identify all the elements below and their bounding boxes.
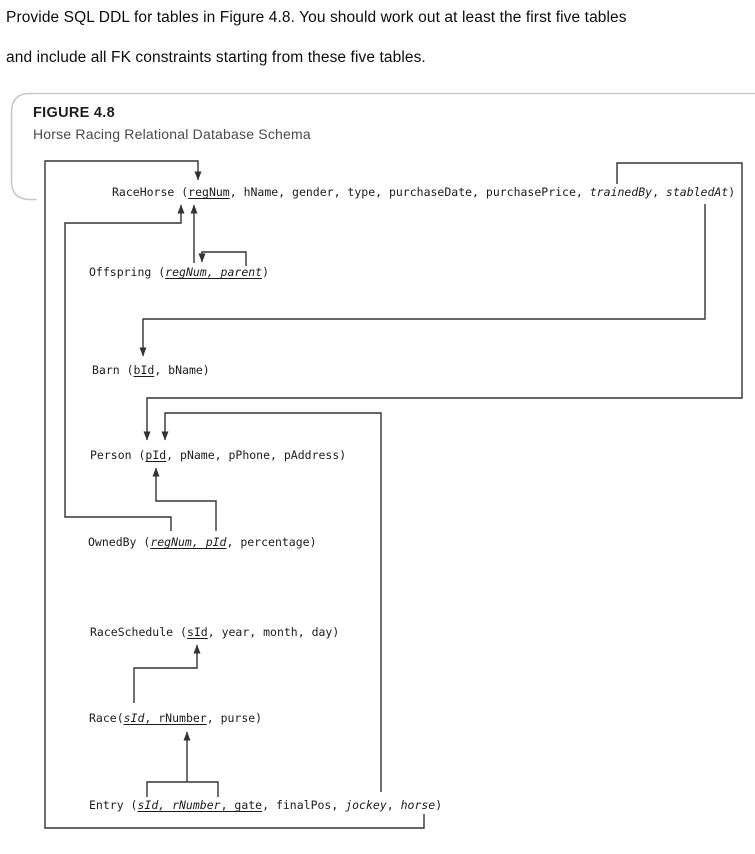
table-def-race: Race(sId, rNumber, purse)	[89, 712, 262, 725]
attr-segment: RaceSchedule (	[90, 625, 187, 639]
attr-segment: regNum, parent	[165, 265, 263, 279]
attr-segment: )	[435, 798, 443, 812]
table-def-person: Person (pId, pName, pPhone, pAddress)	[90, 449, 346, 462]
fk-ownedby-pid-to-person-pid	[152, 467, 217, 531]
attr-segment: , year, month, day)	[207, 625, 340, 639]
attr-segment: RaceHorse (	[112, 185, 189, 199]
attr-segment: trainedBy	[589, 185, 653, 199]
attr-segment: ,	[652, 185, 666, 199]
attr-segment: Race(	[89, 711, 124, 725]
table-def-racehorse: RaceHorse (regNum, hName, gender, type, …	[112, 186, 735, 199]
attr-segment: stabledAt	[665, 185, 729, 199]
attr-segment: Person (	[90, 448, 146, 462]
attr-segment: )	[262, 265, 270, 279]
attr-segment: sId	[123, 711, 145, 725]
fk-entry-jockey-to-person-pid	[161, 412, 382, 792]
attr-segment: bId	[133, 363, 155, 377]
attr-segment: )	[728, 185, 736, 199]
attr-segment: , gate	[220, 798, 263, 812]
instruction-line-2: and include all FK constraints starting …	[6, 49, 426, 66]
attr-segment: pId	[145, 448, 167, 462]
attr-segment: sId, rNumber	[137, 798, 221, 812]
fk-ownedby-regnum-to-racehorse-regnum	[64, 204, 185, 531]
attr-segment: sId	[186, 625, 208, 639]
attr-segment: , hName, gender, type, purchaseDate, pur…	[229, 185, 590, 199]
fk-entry-sid-rnumber-bracket	[146, 781, 219, 797]
figure-label: FIGURE 4.8	[33, 105, 115, 121]
table-def-offspring: Offspring (regNum, parent)	[89, 266, 269, 279]
attr-segment: jockey	[345, 798, 387, 812]
attr-segment: regNum, pId	[150, 535, 227, 549]
attr-segment: regNum	[188, 185, 230, 199]
fk-offspring-parent-to-regnum	[198, 251, 247, 266]
attr-segment: , rNumber	[144, 711, 207, 725]
attr-segment: Barn (	[92, 363, 134, 377]
attr-segment: Entry (	[89, 798, 138, 812]
attr-segment: , bName)	[154, 363, 210, 377]
attr-segment: , finalPos,	[262, 798, 346, 812]
fk-racehorse-stabledat-to-barn-bid	[139, 204, 706, 357]
attr-segment: Offspring (	[89, 265, 166, 279]
fk-entry-horse-to-racehorse-regnum	[44, 160, 425, 829]
attr-segment: , pName, pPhone, pAddress)	[166, 448, 347, 462]
instruction-line-1: Provide SQL DDL for tables in Figure 4.8…	[6, 9, 627, 26]
attr-segment: ,	[386, 798, 401, 812]
figure-caption: Horse Racing Relational Database Schema	[33, 126, 311, 142]
table-def-barn: Barn (bId, bName)	[92, 364, 210, 377]
attr-segment: , percentage)	[226, 535, 317, 549]
fk-racehorse-trainedby-to-person-pid	[143, 162, 743, 441]
attr-segment: , purse)	[206, 711, 263, 725]
attr-segment: OwnedBy (	[88, 535, 151, 549]
table-def-raceschedule: RaceSchedule (sId, year, month, day)	[90, 626, 339, 639]
attr-segment: horse	[400, 798, 436, 812]
table-def-ownedby: OwnedBy (regNum, pId, percentage)	[88, 536, 317, 549]
table-def-entry: Entry (sId, rNumber, gate, finalPos, joc…	[89, 799, 442, 812]
fk-race-sid-to-raceschedule-sid	[133, 644, 201, 703]
